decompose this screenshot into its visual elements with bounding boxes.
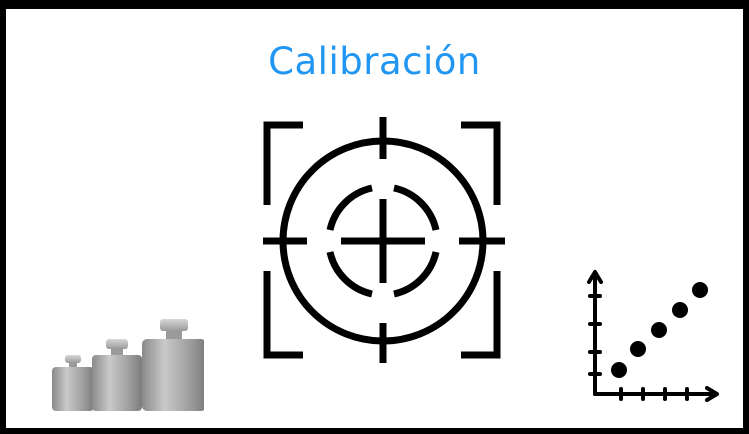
medium-weight-shape bbox=[92, 339, 142, 411]
slide-title: Calibración bbox=[268, 40, 481, 83]
large-weight-shape bbox=[142, 319, 204, 411]
linear-scatter-plot-icon bbox=[587, 270, 719, 402]
small-weight-shape bbox=[52, 355, 94, 411]
crosshair-target-icon bbox=[263, 117, 505, 363]
calibration-weights-icon bbox=[52, 319, 204, 411]
